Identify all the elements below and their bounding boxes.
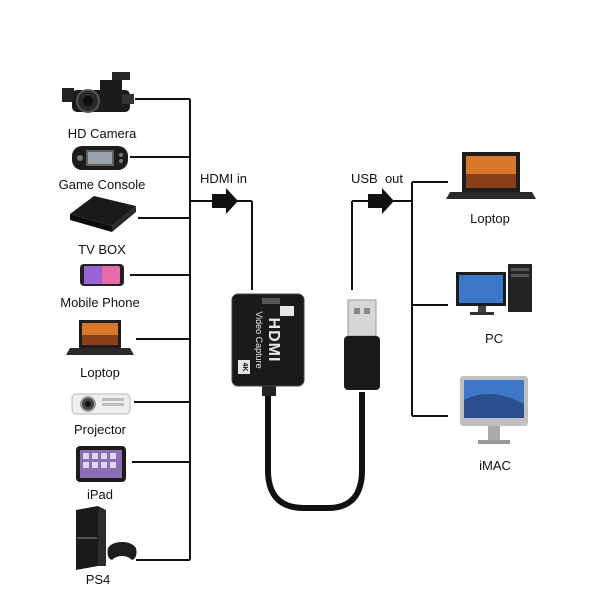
label-mobile-phone: Mobile Phone	[60, 295, 140, 310]
label-projector: Projector	[73, 422, 127, 437]
label-hd-camera: HD Camera	[67, 126, 137, 141]
usb-plug-body	[344, 336, 380, 390]
label-pc: PC	[484, 331, 504, 346]
label-hdmi-in: HDMI in	[200, 171, 247, 186]
pc-icon	[456, 264, 532, 315]
device-4k-badge: 4K	[241, 362, 248, 372]
label-ps4: PS4	[85, 572, 111, 587]
label-laptop-output: Loptop	[470, 211, 510, 226]
hdmi-port	[262, 298, 280, 304]
label-tv-box: TV BOX	[78, 242, 126, 257]
laptop-output-icon	[446, 152, 536, 199]
label-ipad: iPad	[86, 487, 114, 502]
label-laptop-input: Loptop	[80, 365, 120, 380]
hd-camera-icon	[62, 72, 134, 113]
mobile-phone-icon	[80, 264, 124, 286]
ipad-icon	[76, 446, 126, 482]
capture-device	[231, 293, 380, 511]
projector-icon	[71, 393, 131, 415]
label-game-console: Game Console	[58, 177, 146, 192]
game-console-icon	[72, 146, 128, 170]
usb-out-arrow	[368, 188, 394, 214]
tv-box-icon	[70, 196, 136, 232]
input-bus-lines	[130, 98, 253, 561]
device-subtitle: Video Capture	[254, 311, 264, 369]
output-bus-lines	[351, 181, 448, 417]
device-brand: HDMI	[265, 317, 282, 363]
ps4-icon	[76, 506, 137, 570]
imac-icon	[460, 376, 528, 444]
laptop-input-icon	[66, 320, 134, 355]
label-usb-out: USB out	[351, 171, 404, 186]
hdmi-in-arrow	[212, 188, 238, 214]
label-imac: iMAC	[479, 458, 511, 473]
device-brand-text: HDMI Video Capture	[254, 280, 282, 400]
usb-plug-metal	[347, 299, 377, 337]
usb-cable	[265, 392, 365, 511]
